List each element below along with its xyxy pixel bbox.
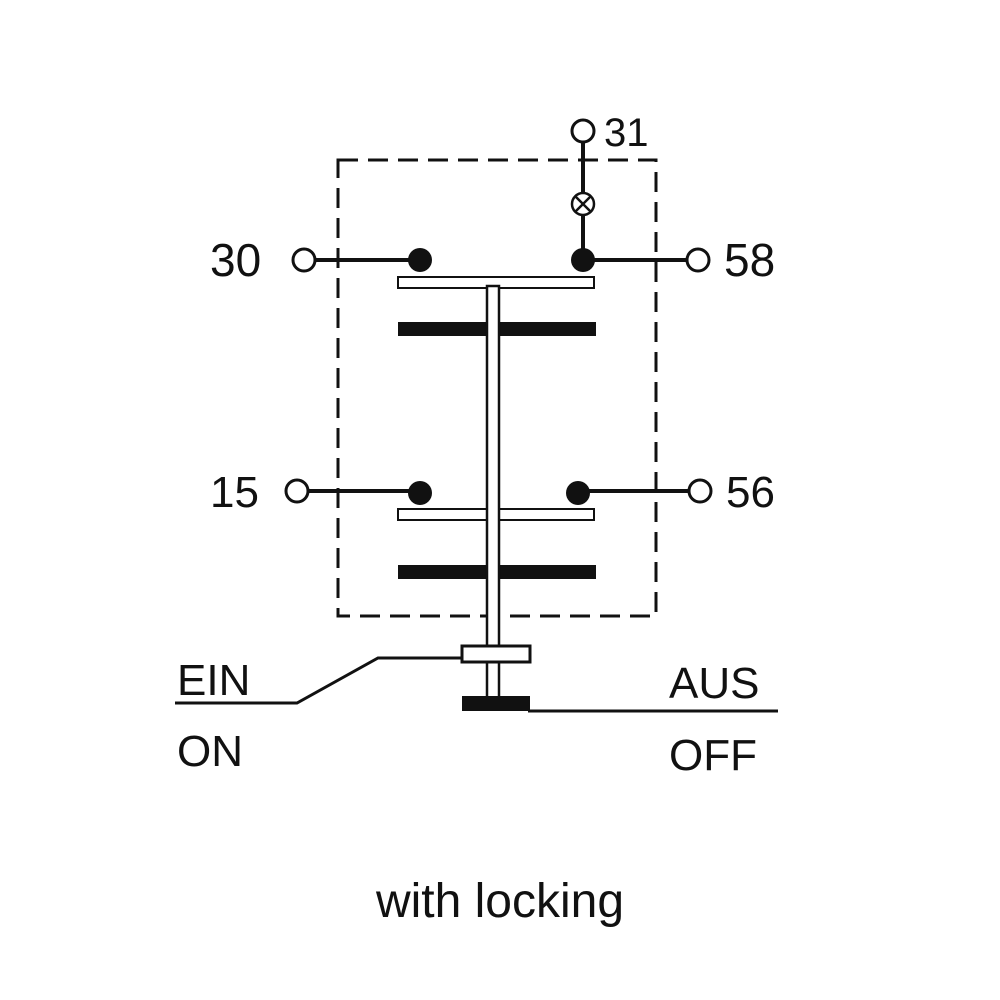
terminal-31-label: 31 — [604, 111, 649, 155]
terminal-56: 56 — [687, 468, 775, 517]
terminal-30-label: 30 — [210, 234, 261, 286]
contact-dot-30 — [408, 248, 432, 272]
contact-dot-58 — [571, 248, 595, 272]
contact-dot-56 — [566, 481, 590, 505]
label-aus: AUS — [669, 659, 759, 708]
terminal-30: 30 — [210, 234, 317, 286]
label-on: ON — [177, 727, 243, 776]
terminal-15-label: 15 — [210, 468, 259, 517]
caption: with locking — [375, 875, 624, 928]
actuator-base — [462, 696, 530, 711]
label-ein: EIN — [177, 656, 250, 705]
terminal-58: 58 — [685, 234, 775, 286]
actuator-shaft — [485, 284, 501, 702]
label-off: OFF — [669, 731, 757, 780]
contact-dot-15 — [408, 481, 432, 505]
terminal-56-label: 56 — [726, 468, 775, 517]
terminal-31: 31 — [570, 111, 649, 155]
on-lever — [175, 656, 463, 705]
indicator-lamp-icon — [570, 191, 596, 217]
terminal-58-label: 58 — [724, 234, 775, 286]
locking-collar — [460, 644, 532, 664]
terminal-15: 15 — [210, 468, 310, 517]
